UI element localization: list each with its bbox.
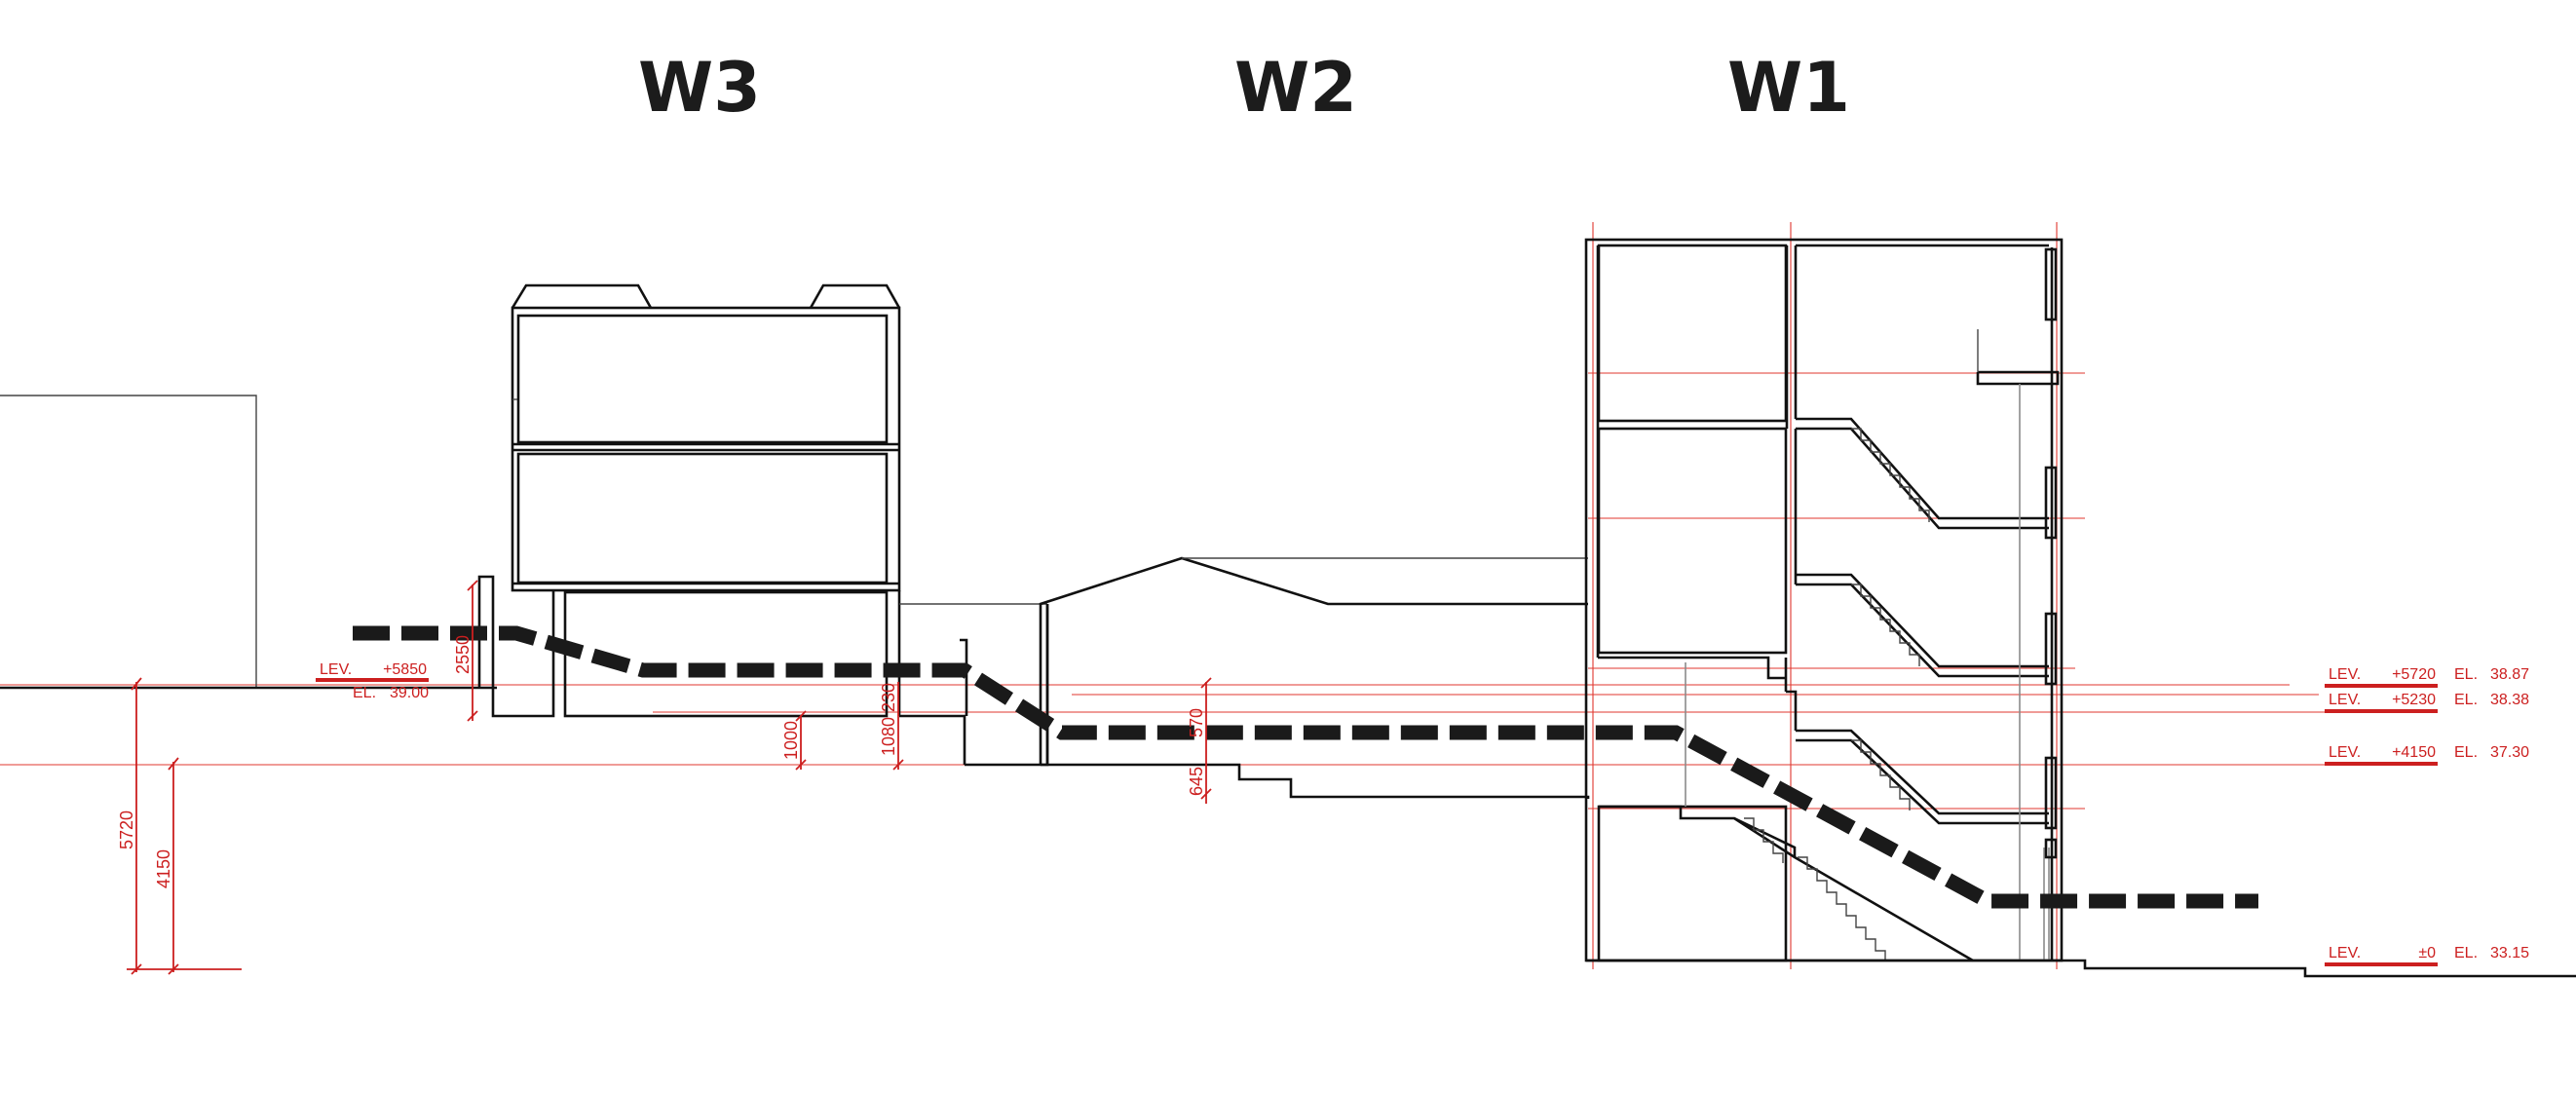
level-4-el-word: EL. [2454,945,2478,961]
building-w3 [477,283,966,765]
level-3-lev: +4150 [2392,744,2436,761]
level-tag-0: LEV. ±0 EL. 33.15 [2325,945,2529,966]
dim-230: 230 [879,683,898,712]
level-left-el: 39.00 [390,685,429,701]
level-2-lev: +5230 [2392,692,2436,708]
level-reference-lines [0,222,2329,969]
building-title-w3: W3 [638,48,761,128]
level-2-lev-word: LEV. [2329,692,2361,708]
building-title-w1: W1 [1727,48,1850,128]
level-4-el: 33.15 [2490,945,2529,961]
building-w1 [1584,238,2576,978]
dim-570: 570 [1187,708,1206,737]
building-title-w2: W2 [1234,48,1357,128]
level-2-el-word: EL. [2454,692,2478,708]
accessible-route [353,625,2258,909]
level-tag-5230: LEV. +5230 EL. 38.38 [2325,692,2529,713]
left-neighbour-building [0,395,497,690]
level-2-el: 38.38 [2490,692,2529,708]
dim-5720: 5720 [117,810,136,849]
level-1-el: 38.87 [2490,666,2529,683]
level-tag-left: LEV. +5850 EL. 39.00 [316,661,429,701]
level-3-lev-word: LEV. [2329,744,2361,761]
level-3-el-word: EL. [2454,744,2478,761]
dim-2550: 2550 [453,635,473,674]
level-1-lev: +5720 [2392,666,2436,683]
building-w2 [1039,556,1590,799]
dim-1000: 1000 [781,721,801,760]
level-4-lev-word: LEV. [2329,945,2361,961]
level-3-el: 37.30 [2490,744,2529,761]
dim-4150: 4150 [154,849,173,888]
dimension-lines [127,580,1212,975]
level-tag-5720: LEV. +5720 EL. 38.87 [2325,666,2529,688]
level-1-el-word: EL. [2454,666,2478,683]
level-left-lev: +5850 [383,661,427,678]
stair-treads [1744,428,1930,961]
level-left-lev-word: LEV. [320,661,352,678]
level-tag-4150: LEV. +4150 EL. 37.30 [2325,744,2529,766]
dim-645: 645 [1187,767,1206,796]
level-left-el-word: EL. [353,685,376,701]
level-4-lev: ±0 [2418,945,2436,961]
level-1-lev-word: LEV. [2329,666,2361,683]
dim-1080: 1080 [879,717,898,756]
